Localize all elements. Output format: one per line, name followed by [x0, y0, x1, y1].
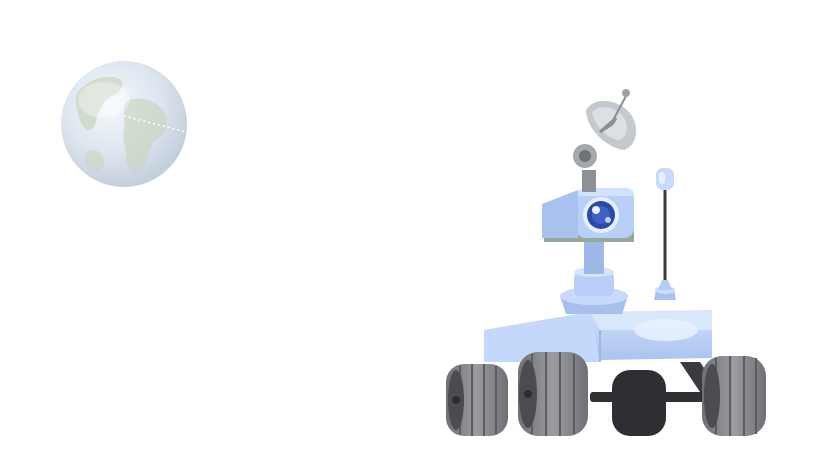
antenna-icon [654, 168, 676, 300]
rover-icon [446, 89, 766, 436]
rover-wheel-right [702, 356, 766, 436]
rover-mast [560, 238, 628, 314]
rover-wheel-rear-left [446, 364, 508, 436]
satellite-dish-icon [573, 89, 637, 192]
rover-camera-head [542, 188, 634, 242]
rover-undercarriage [612, 370, 666, 436]
earth-globe-icon [61, 61, 187, 187]
rover-wheel-front-left [518, 352, 588, 436]
rover-body [484, 310, 712, 362]
